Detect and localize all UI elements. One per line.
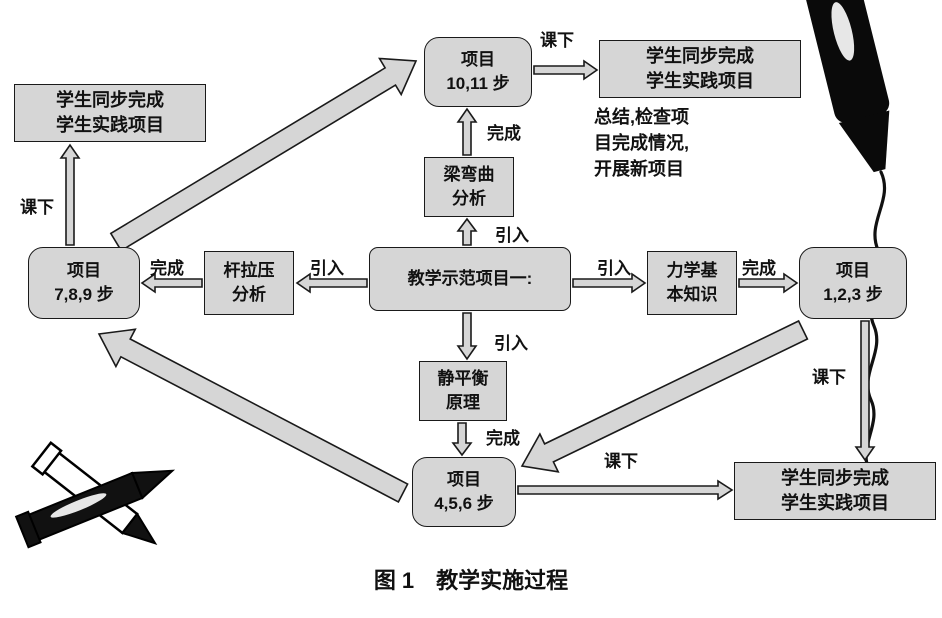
label-introduce-right: 引入 [597, 259, 631, 278]
arrow-center-to-mechanics [572, 272, 647, 294]
node-teaching-demo-project: 教学示范项目一: [369, 247, 571, 311]
summary-note: 总结,检查项 目完成情况, 开展新项目 [594, 107, 690, 179]
figure-caption: 图 1 教学实施过程 [373, 568, 569, 593]
label-complete-left: 完成 [150, 259, 184, 278]
arrow-center-to-rod [295, 272, 368, 294]
label-complete-right: 完成 [742, 259, 776, 278]
label-introduce-bottom: 引入 [494, 334, 528, 353]
arrow-project123-to-project456 [520, 319, 809, 473]
arrow-static-to-project456 [451, 422, 473, 457]
label-after-class-bottom: 课下 [604, 452, 638, 471]
arrow-project456-to-student-bottom-right [517, 479, 734, 501]
label-introduce-top: 引入 [495, 226, 529, 245]
marker-pen-icon [791, 0, 890, 173]
arrow-project789-to-student-top-left [59, 143, 81, 246]
label-after-class-left: 课下 [20, 198, 54, 217]
node-mechanics-basic-knowledge: 力学基 本知识 [647, 251, 737, 315]
label-complete-bottom: 完成 [486, 429, 520, 448]
arrow-diagonal-to-project1011 [109, 57, 418, 252]
arrow-rod-to-project789 [140, 272, 203, 294]
node-rod-tension-compression: 杆拉压 分析 [204, 251, 294, 315]
arrow-mechanics-to-project123 [738, 272, 799, 294]
label-after-class-top: 课下 [540, 31, 574, 50]
arrow-project123-to-student-bottom-right [854, 320, 876, 462]
crayons-icon [14, 440, 176, 549]
label-complete-top: 完成 [487, 124, 521, 143]
node-student-sync-bottom-right: 学生同步完成 学生实践项目 [734, 462, 936, 520]
arrow-center-to-beam [456, 217, 478, 246]
node-project-10-11: 项目 10,11 步 [424, 37, 532, 107]
label-introduce-left: 引入 [310, 259, 344, 278]
arrow-project1011-to-student-top-right [533, 59, 599, 81]
node-student-sync-top-left: 学生同步完成 学生实践项目 [14, 84, 206, 142]
node-beam-bending: 梁弯曲 分析 [424, 157, 514, 217]
node-project-4-5-6: 项目 4,5,6 步 [412, 457, 516, 527]
node-student-sync-top-right: 学生同步完成 学生实践项目 [599, 40, 801, 98]
arrow-project456-to-project789 [97, 328, 409, 503]
node-project-1-2-3: 项目 1,2,3 步 [799, 247, 907, 319]
node-static-equilibrium: 静平衡 原理 [419, 361, 507, 421]
node-project-7-8-9: 项目 7,8,9 步 [28, 247, 140, 319]
arrow-center-to-static [456, 312, 478, 361]
label-after-class-right: 课下 [812, 368, 846, 387]
arrow-beam-to-project1011 [456, 107, 478, 156]
